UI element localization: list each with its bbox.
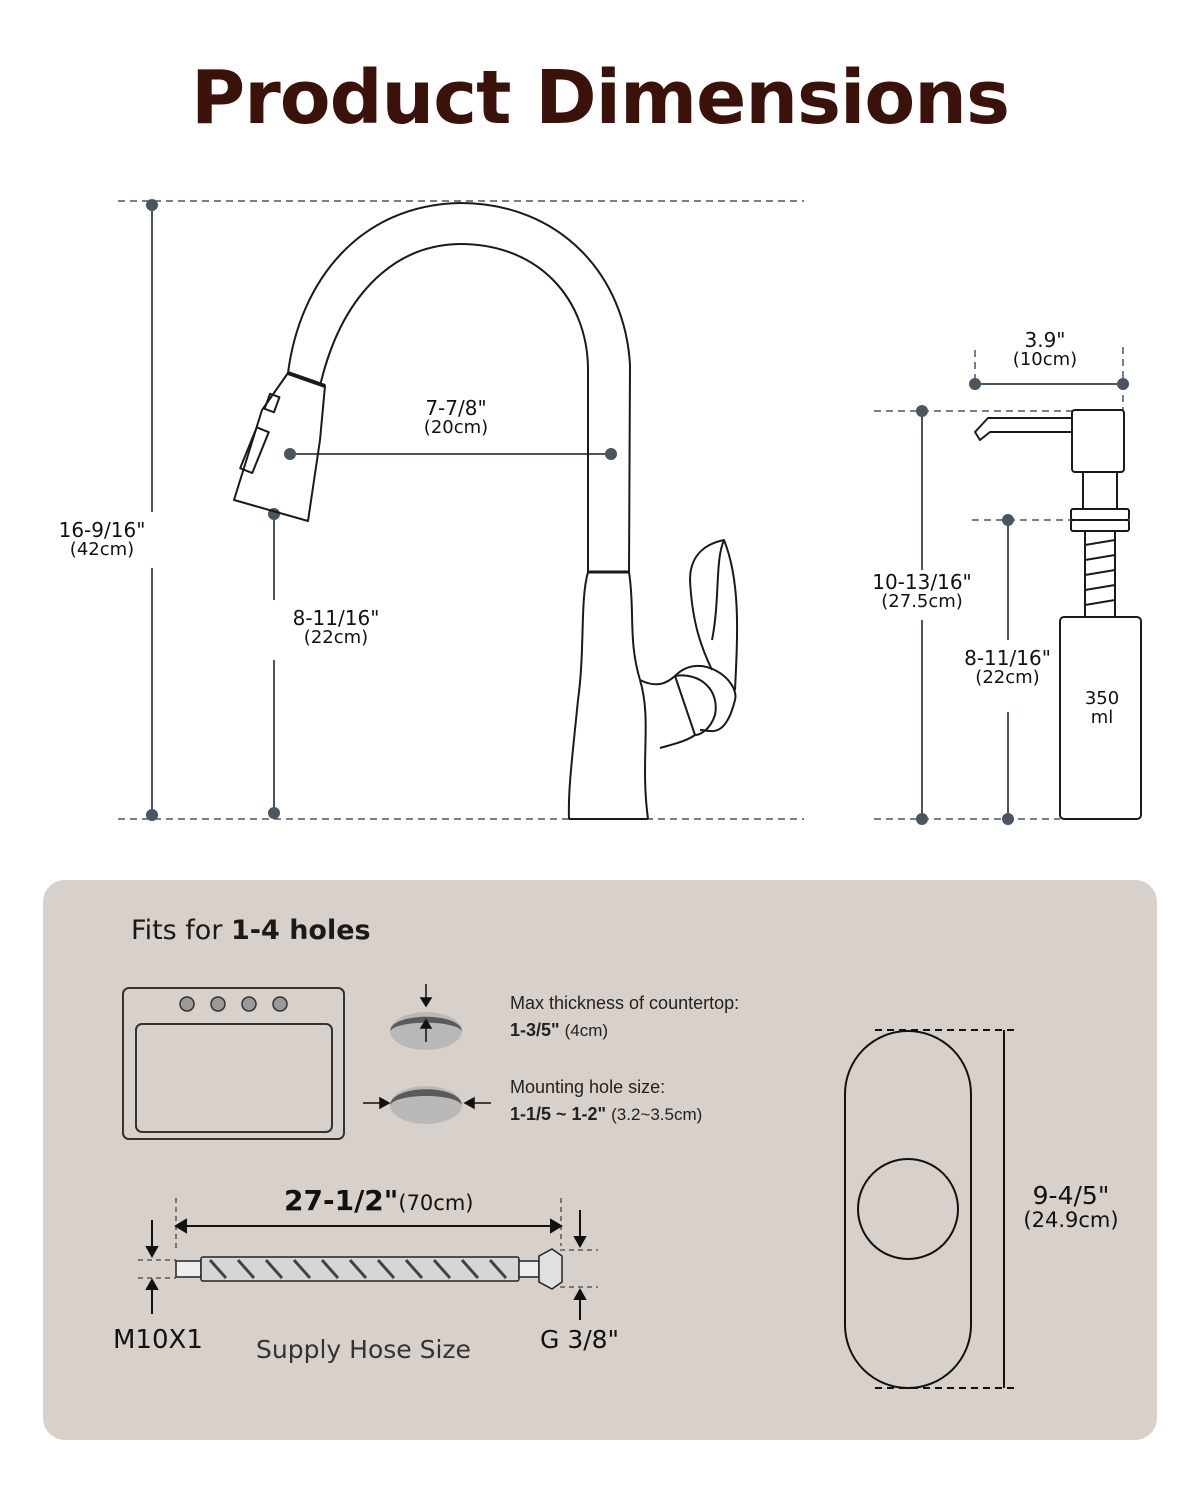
dispenser-reach-cm: (10cm) xyxy=(1012,349,1078,370)
deckplate-cm: (24.9cm) xyxy=(1023,1208,1119,1233)
countertop-thickness-note: Max thickness of countertop: 1-3/5" (4cm… xyxy=(510,990,739,1044)
hose-right-thread: G 3/8" xyxy=(540,1325,620,1354)
soap-dispenser-drawing xyxy=(874,347,1142,825)
dispenser-under-height-in: 8-11/16" xyxy=(964,646,1051,670)
fits-value: 1-4 holes xyxy=(231,915,371,946)
spout-reach-cm: (20cm) xyxy=(423,417,489,438)
dispenser-reach-in: 3.9" xyxy=(1024,328,1066,352)
deckplate-size-label: 9-4/5" (24.9cm) xyxy=(1016,1181,1126,1233)
hose-length-in: 27-1/2" xyxy=(284,1184,399,1217)
faucet-dimension-drawing xyxy=(118,199,804,821)
spout-height-label: 8-11/16" (22cm) xyxy=(286,608,386,648)
fits-prefix: Fits for xyxy=(131,915,232,946)
faucet-total-height-in: 16-9/16" xyxy=(58,518,146,542)
faucet-total-height-cm: (42cm) xyxy=(69,539,135,560)
faucet-total-height-label: 16-9/16" (42cm) xyxy=(52,520,152,560)
dispenser-under-height-cm: (22cm) xyxy=(975,667,1040,688)
deckplate-in: 9-4/5" xyxy=(1032,1181,1110,1210)
fits-holes-heading: Fits for 1-4 holes xyxy=(131,915,371,946)
dispenser-under-height-label: 8-11/16" (22cm) xyxy=(955,648,1060,688)
dispenser-reach-label: 3.9" (10cm) xyxy=(995,330,1095,370)
hose-length-cm: (70cm) xyxy=(398,1191,474,1215)
countertop-cm: (4cm) xyxy=(564,1021,609,1040)
countertop-label: Max thickness of countertop: xyxy=(510,993,740,1013)
hose-length-label: 27-1/2"(70cm) xyxy=(284,1184,474,1217)
spout-height-cm: (22cm) xyxy=(303,627,369,648)
dispenser-height-label: 10-13/16" (27.5cm) xyxy=(866,572,978,612)
countertop-value: 1-3/5" xyxy=(510,1020,560,1040)
hole-value: 1-1/5 ~ 1-2" xyxy=(510,1104,607,1124)
bottle-capacity-label: 350 ml xyxy=(1062,688,1142,728)
mounting-hole-note: Mounting hole size: 1-1/5 ~ 1-2" (3.2~3.… xyxy=(510,1074,702,1128)
spout-height-in: 8-11/16" xyxy=(292,606,380,630)
hose-left-thread: M10X1 xyxy=(113,1325,203,1355)
page-title: Product Dimensions xyxy=(191,55,1010,141)
bottle-capacity-unit: ml xyxy=(1090,706,1114,728)
hole-label: Mounting hole size: xyxy=(510,1077,666,1097)
spout-reach-label: 7-7/8" (20cm) xyxy=(406,398,506,438)
dispenser-height-cm: (27.5cm) xyxy=(881,591,963,612)
spout-reach-in: 7-7/8" xyxy=(425,396,487,420)
hose-caption: Supply Hose Size xyxy=(256,1335,471,1364)
dispenser-height-in: 10-13/16" xyxy=(872,570,972,594)
bottle-capacity-value: 350 xyxy=(1084,688,1120,709)
hole-cm: (3.2~3.5cm) xyxy=(611,1105,703,1124)
